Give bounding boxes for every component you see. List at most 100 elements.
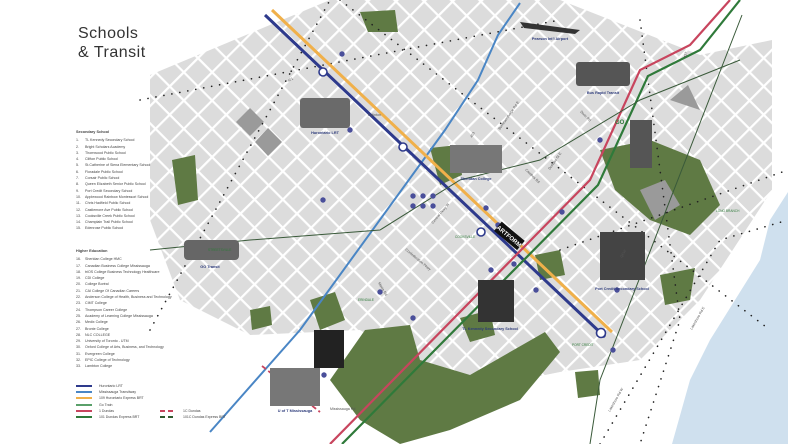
line-label: Hurontario LRT xyxy=(99,384,123,389)
line-legend-item: 101C Dundas Express BRT xyxy=(160,414,226,420)
legend-item: 31.Evergreen College xyxy=(76,351,172,357)
parking-lots xyxy=(236,85,700,220)
line-legend-item: 109 Hurontario Express BRT xyxy=(76,395,246,401)
legend-item: 8.Queen Elizabeth Senior Public School xyxy=(76,181,150,187)
legend-item: 13.Cooksville Creek Public School xyxy=(76,213,150,219)
legend-number: 16. xyxy=(76,257,81,262)
legend-label: CAI College Of Canadian Careers xyxy=(85,288,140,293)
legend-item: 16. Sheridan College HMC xyxy=(76,256,172,262)
road-qew: QEW xyxy=(619,249,627,259)
road-403: 403 xyxy=(469,131,475,138)
legend-label: Canadian Business College Mississauga xyxy=(85,263,150,268)
legend-number: 29. xyxy=(76,339,81,344)
legend-number: 1. xyxy=(76,138,79,143)
station-long-branch: LONG BRANCH xyxy=(716,209,740,213)
legend-item: 19.CDI College xyxy=(76,275,172,281)
station-erindale: ERINDALE xyxy=(358,298,374,302)
go-train-image xyxy=(184,240,239,260)
legend-label: Sheridan College HMC xyxy=(85,257,122,262)
label-airport: Pearson Int'l Airport xyxy=(532,37,569,41)
legend-number: 28. xyxy=(76,332,81,337)
legend-label: TL Kennedy Secondary School xyxy=(85,138,135,143)
airport-plane-icon xyxy=(520,22,580,34)
legend-label: Clifton Public School xyxy=(85,157,118,162)
highways-dotted xyxy=(139,0,788,444)
legend-number: 11. xyxy=(76,201,81,206)
secondary-school-legend: Secondary School 1. TL Kennedy Secondary … xyxy=(76,129,150,232)
station-cooksville: COOKSVILLE xyxy=(455,235,475,239)
legend-label: Evergreen College xyxy=(85,351,115,356)
station-port-credit: PORT CREDIT xyxy=(572,343,594,347)
station-labels: STREETSVILLE COOKSVILLE ERINDALE PORT CR… xyxy=(208,120,740,347)
go-train-line-2 xyxy=(149,59,741,251)
bus-image xyxy=(576,62,630,86)
legend-label: College Boréal xyxy=(85,282,109,287)
secondary-heading: Secondary School xyxy=(76,130,110,134)
go-train-line xyxy=(589,14,743,444)
legend-number: 25. xyxy=(76,313,81,318)
label-sheridan-college: Sheridan College xyxy=(460,177,491,181)
legend-number: 14. xyxy=(76,220,81,225)
line-label: Mississauga Transitway xyxy=(99,390,136,395)
legend-number: 19. xyxy=(76,276,81,281)
line-label: 101C Dundas Express BRT xyxy=(183,415,226,420)
legend-number: 21. xyxy=(76,288,81,293)
label-brt: Bus Rapid Transit xyxy=(587,91,620,95)
legend-item: 29. University of Toronto - UTM xyxy=(76,338,172,344)
legend-item: 4.Clifton Public School xyxy=(76,156,150,162)
legend-item: 26.Medix College xyxy=(76,319,172,325)
line-label: 1C Dundas xyxy=(183,408,201,413)
legend-label: Applewood Rainbow Montessori School xyxy=(85,194,149,199)
higher-education-legend: Higher Education 16.Sheridan College HMC… xyxy=(76,248,172,370)
legend-label: Corsair Public School xyxy=(85,176,120,181)
road-427: 427 xyxy=(683,51,688,58)
legend-item: 32.EPIC College of Technology xyxy=(76,357,172,363)
legend-label: NLC COLLEGE xyxy=(85,332,111,337)
legend-number: 3. xyxy=(76,150,79,155)
label-utm: U of T Mississauga xyxy=(278,409,313,413)
stations xyxy=(318,67,607,339)
legend-number: 26. xyxy=(76,320,81,325)
legend-item: 7.Corsair Public School xyxy=(76,175,150,181)
legend-item: 24.Thompson Career College xyxy=(76,307,172,313)
legend-item: 11.Chris Hadfield Public School xyxy=(76,200,150,206)
dundas-line xyxy=(329,0,731,444)
legend-label: Anderson College of Health, Business and… xyxy=(85,295,172,300)
legend-item: 1. TL Kennedy Secondary School xyxy=(76,137,150,143)
line-swatch xyxy=(76,391,92,394)
legend-item: 21. CAI College Of Canadian Careers xyxy=(76,288,172,294)
legend-label: Port Credit Secondary School xyxy=(85,188,133,193)
legend-item: 27.Bronte College xyxy=(76,326,172,332)
line-swatch xyxy=(160,416,176,419)
line-legend-item: Mississauga Transitway xyxy=(76,389,246,395)
legend-label: Queen Elizabeth Senior Public School xyxy=(85,182,146,187)
legend-item: 25.Academy of Learning College Mississau… xyxy=(76,313,172,319)
legend-label: St.Catherine of Siena Elementary School xyxy=(85,163,151,168)
line-legend-item: 1C Dundas xyxy=(160,408,201,414)
legend-item: 17.Canadian Business College Mississauga xyxy=(76,263,172,269)
road-401: 401 xyxy=(287,77,294,83)
road-mavis: Mavis Rd xyxy=(377,282,388,297)
legend-number: 18. xyxy=(76,269,81,274)
line-label: Go Train xyxy=(99,402,113,407)
legend-item: 2.Bright Scholars Academy xyxy=(76,144,150,150)
legend-number: 20. xyxy=(76,282,81,287)
legend-label: Castlemore Ave Public School xyxy=(85,207,134,212)
legend-label: Cooksville Creek Public School xyxy=(85,213,135,218)
legend-label: triOS College Business Technology Health… xyxy=(85,269,160,274)
port-credit-students-image xyxy=(600,232,645,280)
label-go-transit: GO Transit xyxy=(200,265,220,269)
lake-ontario xyxy=(672,192,788,444)
line-swatch xyxy=(160,409,176,412)
photo-cutouts xyxy=(184,22,652,406)
legend-label: Lambton College xyxy=(85,364,113,369)
legend-label: University of Toronto - UTM xyxy=(85,339,129,344)
line-label: 101 Dundas Express BRT xyxy=(99,415,140,420)
legend-item: 12.Castlemore Ave Public School xyxy=(76,207,150,213)
legend-number: 24. xyxy=(76,307,81,312)
legend-item: 3.Thornwood Public School xyxy=(76,150,150,156)
legend-number: 6. xyxy=(76,169,79,174)
label-port-credit-ss: Port Credit Secondary School xyxy=(595,287,649,291)
station-streetsville: STREETSVILLE xyxy=(208,248,231,252)
